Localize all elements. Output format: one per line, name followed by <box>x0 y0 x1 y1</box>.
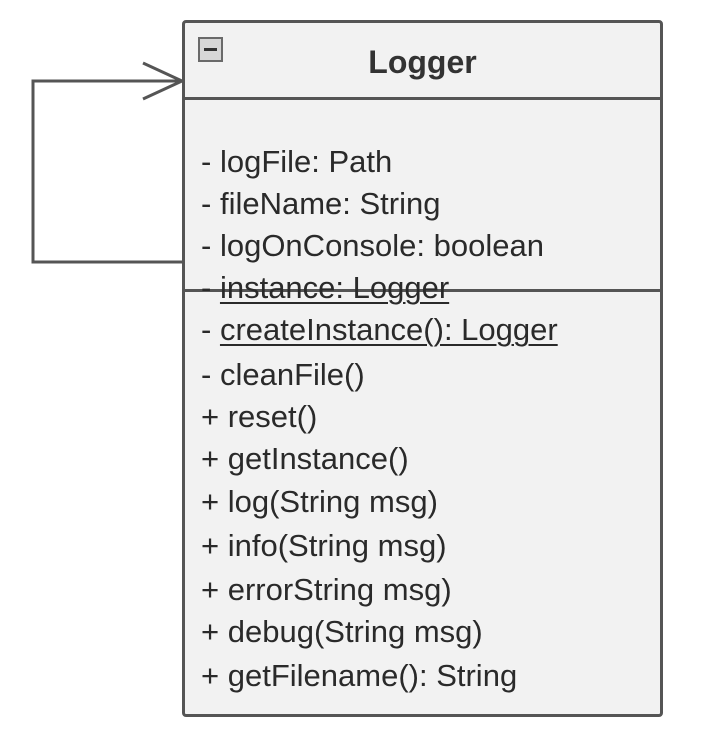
method-text: debug(String msg) <box>227 614 483 649</box>
method-text: getFilename(): String <box>227 658 518 693</box>
method-text: errorString msg) <box>227 572 452 607</box>
methods-compartment: - createInstance(): Logger - cleanFile()… <box>185 292 660 714</box>
visibility-marker: + <box>201 572 220 607</box>
method-text: cleanFile() <box>219 357 365 392</box>
attributes-compartment: - logFile: Path - fileName: String - log… <box>185 100 660 305</box>
visibility-marker: + <box>201 441 220 476</box>
method-row: + reset() <box>201 399 317 435</box>
attribute-text: logOnConsole: boolean <box>219 228 544 263</box>
class-box-logger[interactable]: Logger - logFile: Path - fileName: Strin… <box>182 20 663 717</box>
method-text: info(String msg) <box>227 528 447 563</box>
method-row: - cleanFile() <box>201 357 365 393</box>
method-row-static: - createInstance(): Logger <box>201 312 558 348</box>
method-row: + getFilename(): String <box>201 658 517 694</box>
attribute-row-static: - instance: Logger <box>201 270 449 306</box>
visibility-marker: - <box>201 144 212 179</box>
static-attribute-text: instance: Logger <box>219 270 450 305</box>
visibility-marker: - <box>201 357 212 392</box>
attribute-row: - logFile: Path <box>201 144 392 180</box>
collapse-toggle-button[interactable] <box>198 37 223 62</box>
visibility-marker: + <box>201 528 220 563</box>
visibility-marker: - <box>201 312 212 347</box>
attribute-row: - fileName: String <box>201 186 440 222</box>
visibility-marker: + <box>201 614 220 649</box>
method-text: getInstance() <box>227 441 409 476</box>
attribute-text: fileName: String <box>219 186 441 221</box>
class-name: Logger <box>368 44 477 80</box>
visibility-marker: + <box>201 399 220 434</box>
visibility-marker: + <box>201 484 220 519</box>
method-row: + debug(String msg) <box>201 614 483 650</box>
class-title-compartment: Logger <box>185 23 660 100</box>
visibility-marker: - <box>201 186 212 221</box>
static-method-text: createInstance(): Logger <box>219 312 558 347</box>
method-text: reset() <box>227 399 318 434</box>
minus-icon <box>204 48 217 51</box>
method-row: + getInstance() <box>201 441 409 477</box>
method-text: log(String msg) <box>227 484 438 519</box>
visibility-marker: - <box>201 270 212 305</box>
visibility-marker: - <box>201 228 212 263</box>
method-row: + log(String msg) <box>201 484 438 520</box>
method-row: + info(String msg) <box>201 528 447 564</box>
attribute-text: logFile: Path <box>219 144 393 179</box>
attribute-row: - logOnConsole: boolean <box>201 228 544 264</box>
method-row: + errorString msg) <box>201 572 452 608</box>
association-line <box>31 79 182 264</box>
visibility-marker: + <box>201 658 220 693</box>
